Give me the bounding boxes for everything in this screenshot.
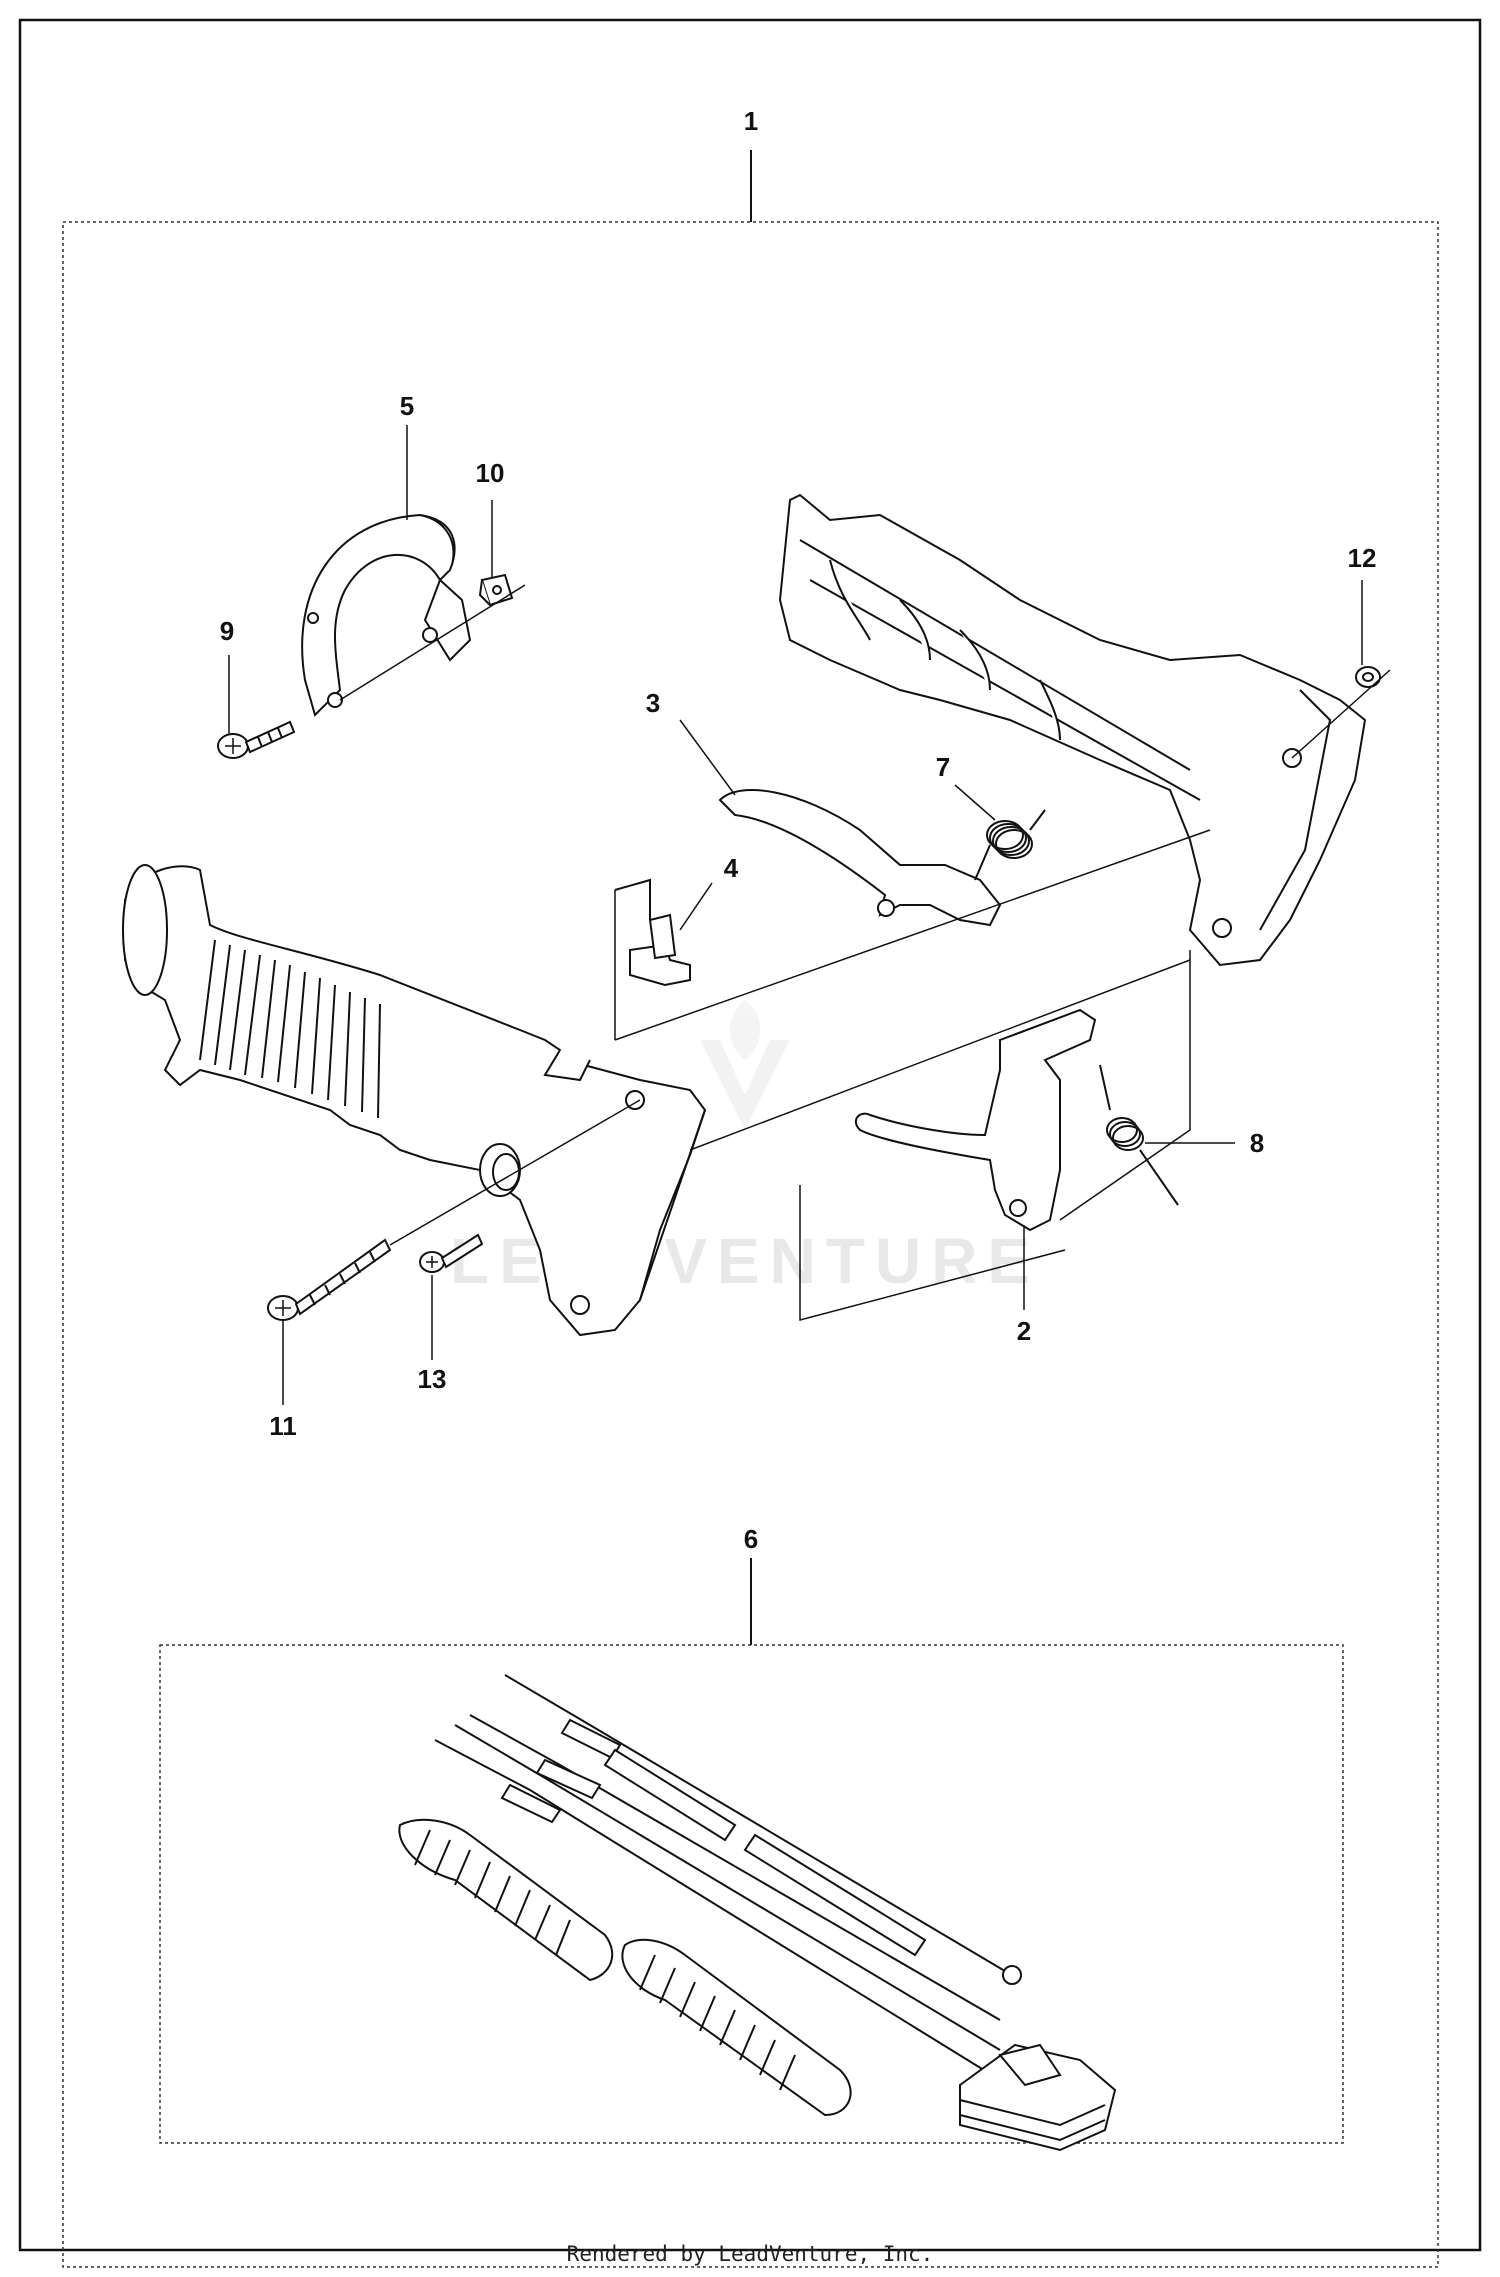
callout-9: 9 [220,616,234,646]
assembly-lines [614,829,1211,1321]
nut-12 [1355,666,1381,688]
axis-11 [389,1099,641,1246]
callout-4: 4 [724,853,739,883]
callout-13: 13 [418,1364,447,1394]
handle-grip-left [122,864,707,1337]
kit-box-6 [159,1644,1344,2144]
stop-block-4 [614,878,691,987]
leader-7 [954,784,996,821]
handle-housing-right [778,493,1367,967]
screw-9 [217,720,296,759]
cable-kit-6 [398,1674,1117,2152]
trigger-2 [854,1008,1097,1232]
callout-2: 2 [1017,1316,1031,1346]
outer-frame [18,18,1482,2252]
callout-11: 11 [269,1411,297,1441]
callout-7: 7 [936,752,950,782]
callout-10: 10 [476,458,505,488]
callout-8: 8 [1250,1128,1264,1158]
callout-5: 5 [400,391,414,421]
callout-3: 3 [646,688,660,718]
square-nut-10 [478,573,514,607]
axis-10 [339,584,526,701]
callout-6: 6 [744,1524,758,1554]
callout-1: 1 [744,106,758,136]
footer-credit: Rendered by LeadVenture, Inc. [566,2242,934,2266]
leader-4 [679,882,713,931]
spring-8 [1099,1064,1179,1206]
callout-12: 12 [1348,543,1377,573]
axis-12 [1291,669,1391,759]
bushing-13 [479,1143,521,1197]
lever-3 [718,789,1002,927]
screw-13 [419,1233,484,1273]
spring-7 [974,809,1046,881]
leader-3 [679,719,736,796]
watermark-logo [700,1000,790,1130]
screw-11 [267,1238,392,1321]
clamp-ring-5 [301,513,472,717]
